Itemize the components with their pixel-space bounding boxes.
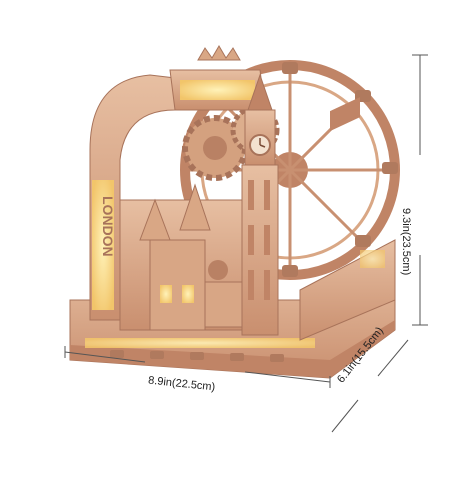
- london-sign: LONDON: [100, 196, 116, 257]
- central-buildings: [119, 183, 246, 331]
- dimension-lines: [64, 54, 428, 433]
- london-sign-text: LONDON: [100, 196, 116, 257]
- height-dimension-label: 9.3in(23.5cm): [400, 208, 412, 276]
- big-ben-tower: [241, 73, 279, 336]
- top-sign: [169, 45, 266, 111]
- right-pavilion: [299, 97, 396, 341]
